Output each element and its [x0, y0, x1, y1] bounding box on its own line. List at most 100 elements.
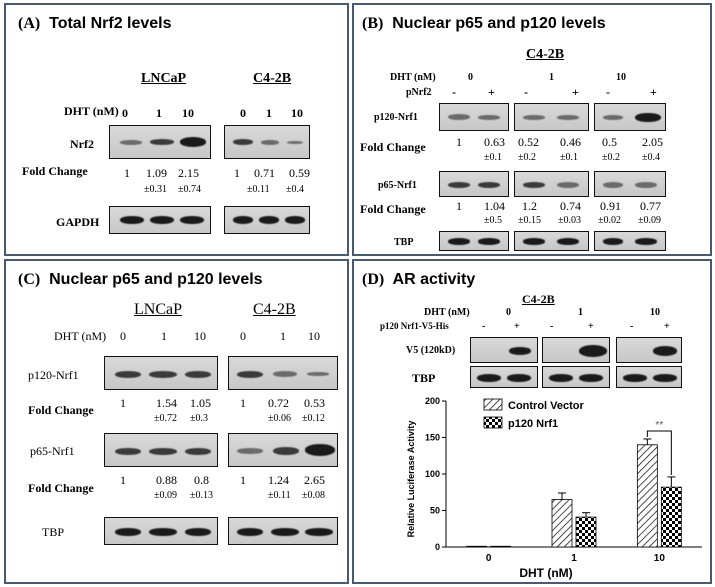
fold-value: 1: [456, 199, 462, 213]
western-blot-p65-c42b: [228, 433, 338, 467]
sign: +: [650, 85, 657, 99]
fold-sd: ±0.1: [484, 152, 502, 163]
fold-sd: ±0.09: [154, 490, 177, 501]
western-blot-p120: [514, 103, 589, 131]
fold-value: 0.88: [156, 473, 177, 487]
y-tick-label: 0: [435, 542, 440, 552]
dht-label: DHT (nM): [424, 307, 470, 318]
dose-label: 10: [308, 329, 320, 343]
western-blot-gapdh-lncap: [109, 206, 211, 234]
pnrf2-label: pNrf2: [406, 87, 432, 98]
sign: -: [550, 321, 554, 332]
fold-sd: ±0.2: [518, 152, 536, 163]
western-blot-p120: [439, 103, 509, 131]
dose-label: 0: [468, 72, 473, 83]
dose-label: 1: [578, 307, 583, 318]
significance-marker: **: [655, 420, 663, 431]
fold-value: 0.71: [254, 166, 275, 180]
western-blot-p120-lncap: [104, 356, 218, 390]
dose-label: 0: [240, 106, 246, 120]
group-label-c42b: C4-2B: [253, 71, 292, 86]
fold-value: 1: [120, 396, 126, 410]
fold-value: 2.65: [304, 473, 325, 487]
fold-sd: ±0.08: [302, 490, 325, 501]
row-label-nrf2: Nrf2: [70, 137, 94, 151]
fold-value: 1: [234, 166, 240, 180]
fold-change-label: Fold Change: [28, 481, 94, 495]
fold-sd: ±0.11: [268, 490, 291, 501]
bar-p120-nrf1: [575, 516, 597, 548]
fold-value: 1.04: [484, 199, 505, 213]
western-blot-nrf2-c42b: [224, 125, 310, 159]
fold-change-label: Fold Change: [360, 202, 426, 216]
group-label-c42b: C4-2B: [522, 292, 555, 306]
dose-label: 1: [549, 72, 554, 83]
chart-ylabel: Relative Luciferase Activity: [406, 421, 416, 538]
western-blot-gapdh-c42b: [224, 206, 310, 234]
x-tick-label: 0: [486, 553, 492, 564]
fold-sd: ±0.02: [598, 215, 621, 226]
western-blot-p65: [439, 171, 509, 197]
fold-value: 0.5: [602, 135, 617, 149]
western-blot-tbp-c42b: [228, 517, 338, 545]
sign: -: [606, 85, 610, 99]
western-blot-tbp: [439, 231, 509, 251]
western-blot-nrf2-lncap: [109, 125, 211, 159]
fold-sd: ±0.13: [190, 490, 213, 501]
dose-label: 10: [291, 106, 303, 120]
dht-label: DHT (nM): [54, 329, 107, 343]
western-blot-tbp-lncap: [104, 517, 218, 545]
fold-value: 0.8: [194, 473, 209, 487]
western-blot-p65: [594, 171, 666, 197]
dose-label: 1: [156, 106, 162, 120]
sign: -: [452, 85, 456, 99]
dose-label: 0: [122, 106, 128, 120]
fold-value: 1.09: [146, 166, 167, 180]
row-label-p120-nrf1: p120-Nrf1: [374, 112, 418, 123]
panel-b-title: (B) Nuclear p65 and p120 levels: [362, 15, 606, 32]
fold-change-label: Fold Change: [360, 140, 426, 154]
fold-change-label: Fold Change: [22, 164, 88, 178]
fold-value: 1.05: [190, 396, 211, 410]
legend-label: Control Vector: [508, 400, 585, 412]
fold-sd: ±0.2: [602, 152, 620, 163]
y-tick-label: 200: [425, 396, 440, 406]
row-label-v5: V5 (120kD): [406, 345, 456, 356]
fold-value: 1.2: [522, 199, 537, 213]
dose-label: 1: [280, 329, 286, 343]
chart-xlabel: DHT (nM): [519, 566, 572, 580]
x-tick-label: 1: [571, 553, 577, 564]
row-label-tbp: TBP: [394, 237, 414, 248]
fold-value: 1: [240, 396, 246, 410]
y-tick-label: 100: [425, 469, 440, 479]
y-tick-label: 150: [425, 433, 440, 443]
fold-value: 1: [456, 135, 462, 149]
group-label-lncap: LNCaP: [141, 71, 187, 86]
fold-sd: ±0.74: [178, 184, 201, 195]
fold-value: 1: [120, 473, 126, 487]
row-label-p120-nrf1: p120-Nrf1: [28, 368, 79, 382]
fold-sd: ±0.09: [638, 215, 661, 226]
fold-value: 0.59: [289, 166, 310, 180]
fold-value: 1.24: [268, 473, 289, 487]
bar-p120-nrf1: [660, 486, 682, 548]
dose-label: 1: [266, 106, 272, 120]
fold-sd: ±0.15: [518, 215, 541, 226]
sign: +: [572, 85, 579, 99]
dose-label: 10: [650, 307, 660, 318]
sign: -: [482, 321, 486, 332]
dose-label: 0: [506, 307, 511, 318]
bar-control-vector: [466, 545, 488, 548]
legend-swatch: [483, 398, 503, 411]
row-label-p65-nrf1: p65-Nrf1: [378, 180, 417, 191]
fold-sd: ±0.3: [190, 413, 208, 424]
panel-d: (D) AR activity C4-2B DHT (nM) 0 1 10 p1…: [352, 259, 712, 584]
sign: -: [524, 85, 528, 99]
dht-label: DHT (nM): [390, 72, 436, 83]
fold-sd: ±0.31: [144, 184, 167, 195]
significance-bracket: [646, 430, 672, 475]
group-label-lncap: LNCaP: [134, 301, 182, 318]
panel-a: (A) Total Nrf2 levels LNCaP C4-2B DHT (n…: [4, 3, 349, 256]
construct-label: p120 Nrf1-V5-His: [380, 321, 449, 331]
panel-c: (C) Nuclear p65 and p120 levels LNCaP C4…: [4, 259, 349, 584]
